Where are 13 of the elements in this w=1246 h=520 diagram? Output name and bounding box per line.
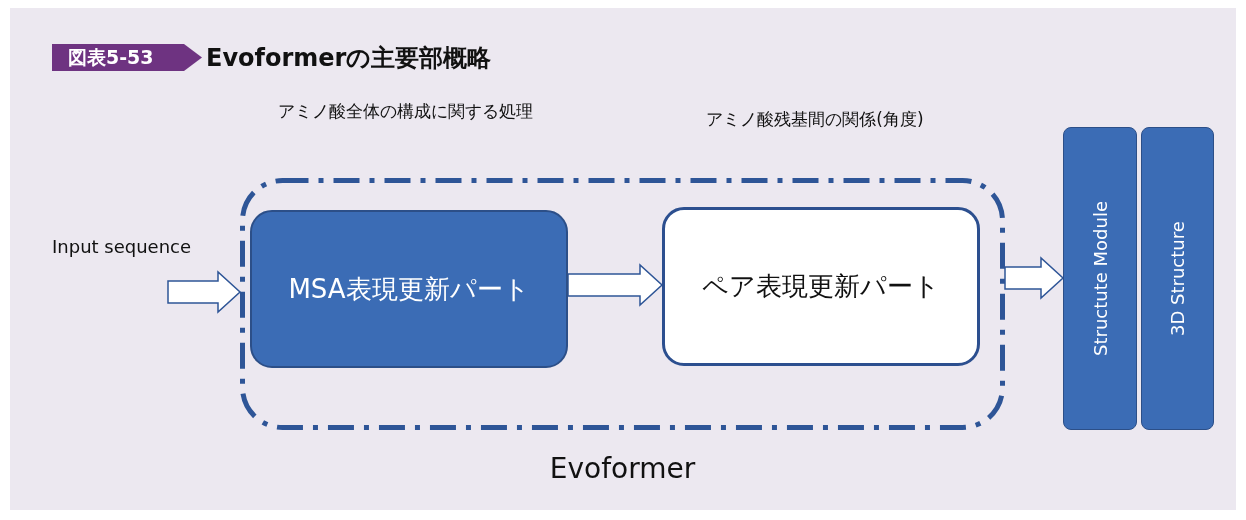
edge-label: Input sequence [52, 236, 192, 257]
block-arrow [567, 263, 664, 307]
module-bar: 3D Structure [1141, 127, 1214, 430]
annotation-text: アミノ酸全体の構成に関する処理 [276, 100, 534, 123]
annotation-text: アミノ酸残基間の関係(角度) [705, 108, 925, 131]
figure-number-badge: 図表5-53 [52, 44, 202, 71]
group-label: Evoformer [548, 452, 697, 486]
block-arrow [167, 270, 242, 314]
module-bar: Structute Module [1063, 127, 1137, 430]
title: Evoformerの主要部概略 [206, 43, 492, 74]
block-arrow [1004, 256, 1065, 300]
process-box: MSA表現更新パート [250, 210, 568, 368]
process-box: ペア表現更新パート [662, 207, 980, 366]
